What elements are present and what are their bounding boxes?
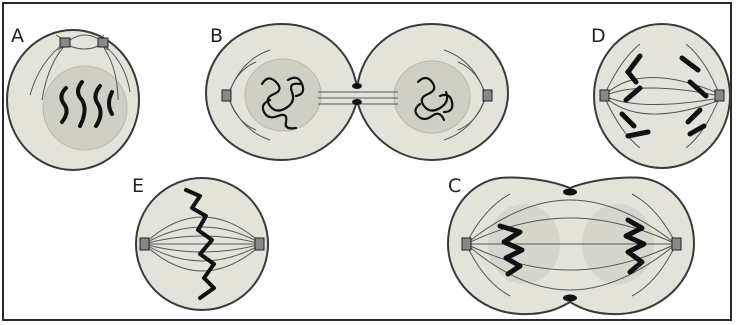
- cell-c-membrane: [448, 177, 694, 314]
- cell-b-nucleus-left: [245, 59, 321, 131]
- panel-label-a: A: [11, 25, 24, 47]
- cell-d-membrane: [594, 24, 730, 168]
- panel-label-b: B: [210, 25, 223, 47]
- panel-label-c: C: [448, 175, 461, 197]
- cell-b: [206, 24, 508, 160]
- cell-b-nucleus-right: [394, 61, 470, 133]
- cell-a: [7, 30, 139, 170]
- cell-c: [448, 177, 694, 314]
- cell-d: [594, 24, 730, 168]
- panel-label-d: D: [591, 25, 606, 47]
- cell-e: [136, 178, 268, 310]
- panel-label-e: E: [132, 175, 144, 197]
